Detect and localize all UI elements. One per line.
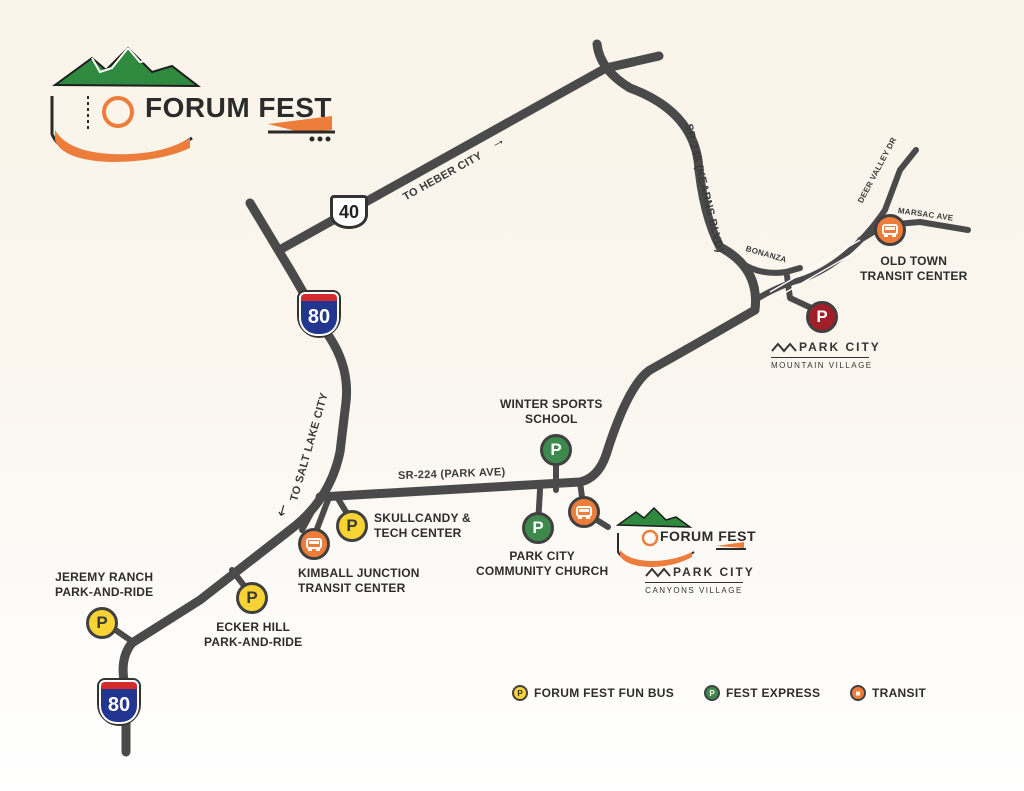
ecker-hill-label: ECKER HILL PARK-AND-RIDE bbox=[204, 620, 303, 649]
i80-road bbox=[118, 198, 352, 757]
kimball-transit-marker[interactable] bbox=[298, 528, 330, 560]
legend-express: P FEST EXPRESS bbox=[704, 685, 820, 701]
small-logo-title: FORUM FEST bbox=[660, 528, 756, 544]
i80-shield-south: 80 bbox=[97, 678, 141, 726]
forum-fest-logo-graphic bbox=[50, 46, 335, 162]
logo-title: FORUM FEST bbox=[145, 92, 332, 123]
lane-line bbox=[775, 245, 867, 299]
jeremy-ranch-label: JEREMY RANCH PARK-AND-RIDE bbox=[55, 570, 154, 599]
spur-kimball-b bbox=[299, 494, 323, 533]
transit-bus-icon: ■ bbox=[850, 685, 866, 701]
kimball-label: KIMBALL JUNCTION TRANSIT CENTER bbox=[298, 566, 420, 595]
park-city-mountain-icon bbox=[771, 342, 797, 353]
yellow-parking-icon: P bbox=[512, 685, 528, 701]
canyons-transit-marker[interactable] bbox=[568, 496, 600, 528]
ecker-hill-marker[interactable]: P bbox=[236, 582, 268, 614]
skullcandy-marker[interactable]: P bbox=[336, 510, 368, 542]
bus-icon bbox=[882, 223, 898, 237]
bus-icon bbox=[306, 537, 322, 551]
legend-fun-bus: P FORUM FEST FUN BUS bbox=[512, 685, 674, 701]
bonanza-road bbox=[737, 259, 803, 276]
jeremy-ranch-marker[interactable]: P bbox=[86, 607, 118, 639]
old-town-label: OLD TOWN TRANSIT CENTER bbox=[860, 254, 968, 283]
sr248-road bbox=[592, 39, 761, 315]
us40-shield: 40 bbox=[330, 195, 368, 229]
green-parking-icon: P bbox=[704, 685, 720, 701]
winter-sports-marker[interactable]: P bbox=[540, 434, 572, 466]
community-church-marker[interactable]: P bbox=[522, 512, 554, 544]
old-town-transit-marker[interactable] bbox=[874, 214, 906, 246]
lane-line bbox=[769, 239, 861, 293]
community-church-label: PARK CITY COMMUNITY CHURCH bbox=[476, 549, 609, 578]
mountain-village-marker[interactable]: P bbox=[806, 301, 838, 333]
sr224-road bbox=[315, 305, 760, 502]
bus-icon bbox=[576, 505, 592, 519]
park-city-mountain-logo: PARK CITY MOUNTAIN VILLAGE bbox=[771, 340, 881, 370]
forum-fest-small-logo-graphic bbox=[615, 506, 746, 567]
legend-transit: ■ TRANSIT bbox=[850, 685, 926, 701]
i80-shield-north: 80 bbox=[297, 290, 341, 338]
park-city-canyons-icon bbox=[645, 567, 671, 578]
skullcandy-label: SKULLCANDY & TECH CENTER bbox=[374, 511, 471, 540]
park-city-canyons-logo: PARK CITY CANYONS VILLAGE bbox=[645, 565, 755, 595]
winter-sports-label: WINTER SPORTS SCHOOL bbox=[500, 397, 603, 426]
